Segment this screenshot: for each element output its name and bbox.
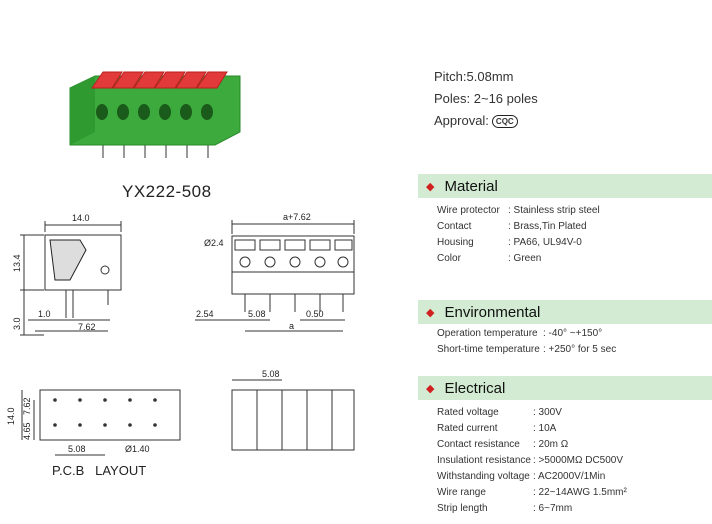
spec-label: Rated voltage bbox=[437, 407, 499, 418]
spec-label: Color bbox=[437, 253, 461, 264]
pcb-pitch-label: 5.08 bbox=[68, 444, 86, 454]
spec-value: : >5000MΩ DC500V bbox=[533, 455, 624, 466]
spec-label: Housing bbox=[437, 237, 474, 248]
spec-label: Withstanding voltage bbox=[437, 471, 530, 482]
front-edge-label: 2.54 bbox=[196, 309, 214, 319]
front-hole-label: Ø2.4 bbox=[204, 238, 224, 248]
spec-label: Wire range bbox=[437, 487, 486, 498]
spec-value: : AC2000V/1Min bbox=[533, 471, 606, 482]
pitch-spec: Pitch:5.08mm bbox=[434, 69, 514, 84]
side-height-label: 13.4 bbox=[12, 254, 22, 272]
bottom-view bbox=[231, 379, 355, 451]
front-pin-label: 0.50 bbox=[306, 309, 324, 319]
side-pin-label: 1.0 bbox=[38, 309, 51, 319]
spec-value: : 6~7mm bbox=[533, 503, 573, 514]
diamond-bullet-icon: ◆ bbox=[426, 382, 435, 395]
spec-label: Wire protector bbox=[437, 205, 500, 216]
spec-value: : 22~14AWG 1.5mm² bbox=[533, 487, 627, 498]
section-title: Material bbox=[444, 177, 498, 195]
diamond-bullet-icon: ◆ bbox=[426, 180, 435, 193]
bottom-pitch-label: 5.08 bbox=[262, 369, 280, 379]
spec-summary: Pitch:5.08mm Poles: 2~16 poles Approval:… bbox=[434, 66, 538, 132]
spec-value: : PA66, UL94V-0 bbox=[508, 237, 582, 248]
pcb-height-label: 14.0 bbox=[6, 407, 16, 425]
environmental-section-header: ◆ Environmental bbox=[418, 300, 712, 324]
spec-value: : 300V bbox=[533, 407, 562, 418]
spec-value: : Brass,Tin Plated bbox=[508, 221, 587, 232]
spec-value: : -40° ~+150° bbox=[543, 328, 603, 339]
front-pitch-label: 5.08 bbox=[248, 309, 266, 319]
spec-label: Insulationt resistance bbox=[437, 455, 531, 466]
material-section-header: ◆ Material bbox=[418, 174, 712, 198]
spec-label: Contact resistance bbox=[437, 439, 520, 450]
spec-label: Strip length bbox=[437, 503, 488, 514]
ccc-logo-icon: CQC bbox=[491, 115, 518, 128]
spec-label: Operation temperature bbox=[437, 328, 538, 339]
pcb-row1-label: 7.62 bbox=[22, 397, 32, 415]
pcb-hole-label: Ø1.40 bbox=[125, 444, 150, 454]
diamond-bullet-icon: ◆ bbox=[426, 306, 435, 319]
pcb-layout-view bbox=[21, 389, 181, 456]
poles-spec: Poles: 2~16 poles bbox=[434, 91, 538, 106]
section-title: Environmental bbox=[444, 303, 541, 321]
spec-value: : Stainless strip steel bbox=[508, 205, 600, 216]
spec-value: : 20m Ω bbox=[533, 439, 569, 450]
pcb-layout-label: P.C.B LAYOUT bbox=[52, 463, 146, 478]
approval-spec: Approval:CQC bbox=[434, 110, 538, 132]
front-a-label: a bbox=[289, 321, 294, 331]
side-bottom-label: 3.0 bbox=[12, 317, 22, 330]
side-pin-offset-label: 7.62 bbox=[78, 322, 96, 332]
spec-value: : Green bbox=[508, 253, 542, 264]
section-title: Electrical bbox=[444, 379, 506, 397]
spec-value: : +250° for 5 sec bbox=[543, 344, 617, 355]
spec-value: : 10A bbox=[533, 423, 557, 434]
front-overall-label: a+7.62 bbox=[283, 212, 311, 222]
product-image bbox=[69, 71, 241, 158]
spec-label: Rated current bbox=[437, 423, 498, 434]
pcb-row2-label: 4.65 bbox=[22, 422, 32, 440]
electrical-section-header: ◆ Electrical bbox=[418, 376, 712, 400]
front-view bbox=[195, 220, 355, 332]
side-width-label: 14.0 bbox=[72, 213, 90, 223]
approval-label: Approval: bbox=[434, 113, 489, 128]
spec-label: Short-time temperature bbox=[437, 344, 540, 355]
side-view bbox=[20, 221, 122, 336]
spec-label: Contact bbox=[437, 221, 472, 232]
model-title: YX222-508 bbox=[122, 182, 212, 201]
